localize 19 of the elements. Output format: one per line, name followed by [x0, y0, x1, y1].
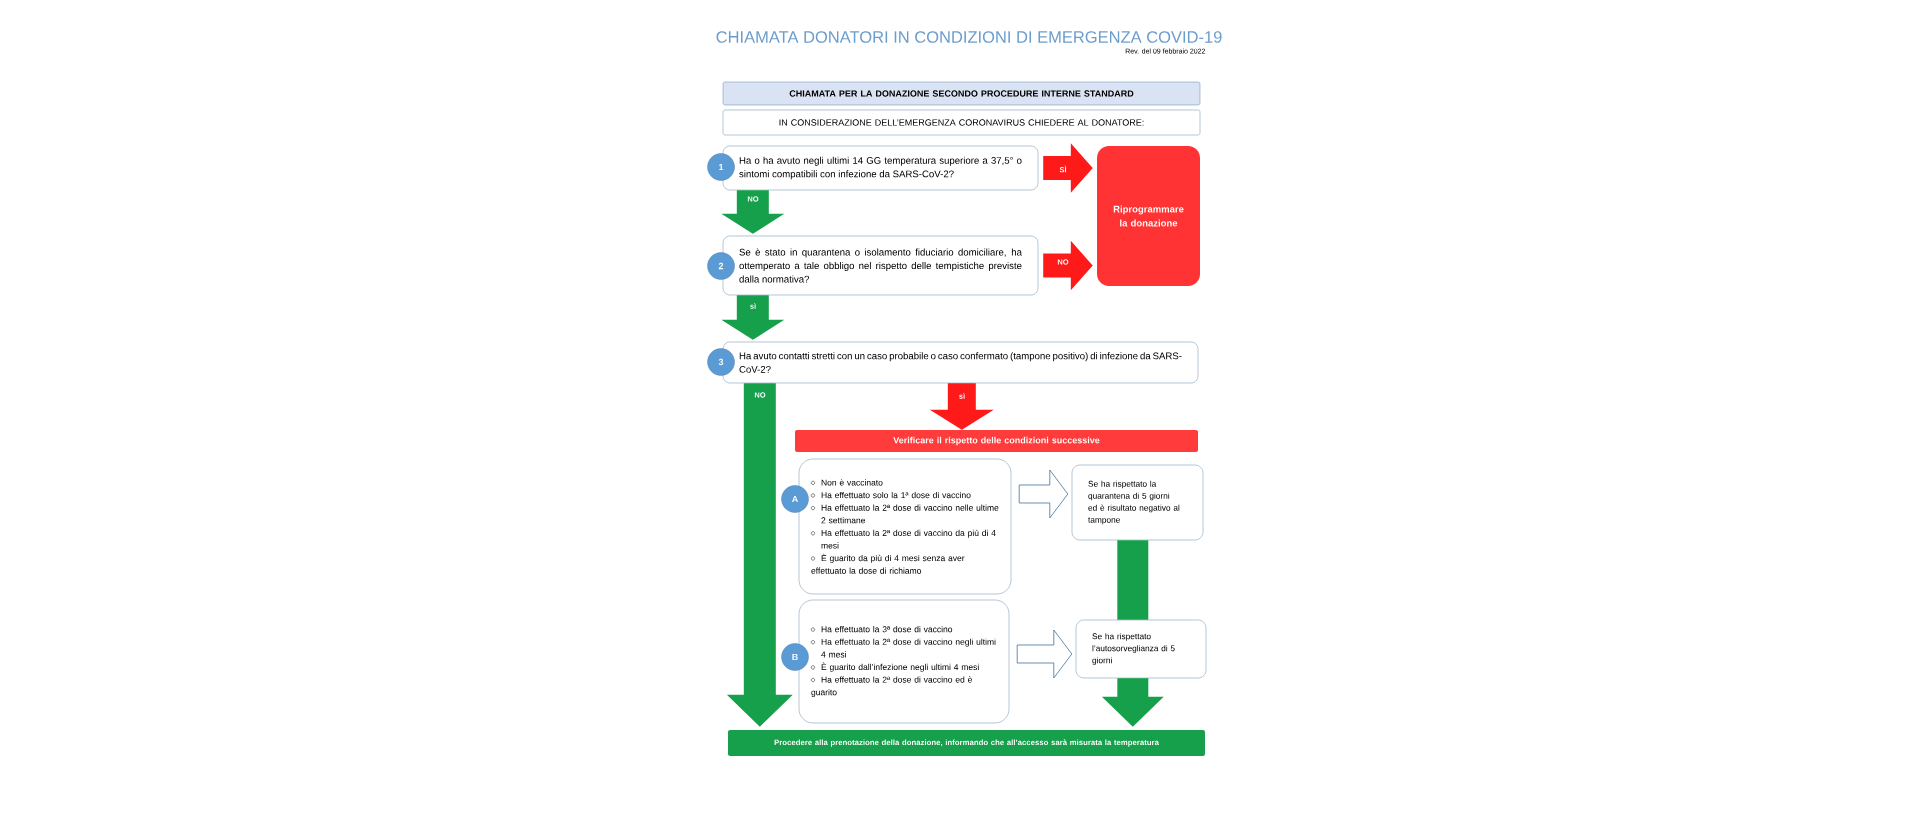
outcome-box: Riprogrammare la donazione [1097, 146, 1200, 286]
question-box: Se è stato in quarantena o isolamento fiduciario domiciliare, ha ottemperato a tale obbligo nel rispetto delle tempistiche previste dalla normativa? [722, 235, 1039, 296]
question-box: Ha o ha avuto negli ultimi 14 GG temperatura superiore a 37,5° o sintomi compatibili con infezione da SARS-CoV-2? [722, 145, 1039, 191]
banner: Verificare il rispetto delle condizioni successive [795, 430, 1198, 452]
number-badge: 1 [707, 153, 735, 181]
number-badge: 3 [707, 348, 735, 376]
hollow-arrow [1016, 629, 1073, 679]
letter-badge: A [781, 485, 809, 513]
hollow-arrow [1018, 469, 1069, 519]
note-box: Se ha rispettato la quarantena di 5 giorni ed è risultato negativo al tampone [1071, 464, 1204, 541]
title: CHIAMATA DONATORI IN CONDIZIONI DI EMERGENZA COVID-19 [716, 31, 1222, 43]
condition-box: Ha effettuato la 3ª dose di vaccino Ha effettuato la 2ª dose di vaccino negli ultimi 4 mesi È guarito dall’infezione negli ultimi 4 mesi Ha effettuato la 2ª dose di vaccino ed è guarito [798, 599, 1010, 724]
condition-box: Non è vaccinato Ha effettuato solo la 1ª dose di vaccino Ha effettuato la 2ª dose di vaccino nelle ultime 2 settimane Ha effettuato la 2ª dose di vaccino da più di 4 mesi È guarito da più di 4 mesi senza aver effettuato la dose di richiamo [798, 458, 1012, 595]
header-box: CHIAMATA PER LA DONAZIONE SECONDO PROCEDURE INTERNE STANDARD [722, 81, 1201, 106]
instruction-box: IN CONSIDERAZIONE DELL’EMERGENZA CORONAVIRUS CHIEDERE AL DONATORE: [722, 109, 1201, 136]
letter-badge: B [781, 643, 809, 671]
note-box: Se ha rispettato l’autosorveglianza di 5 giorni [1075, 619, 1207, 679]
number-badge: 2 [707, 252, 735, 280]
question-box: Ha avuto contatti stretti con un caso probabile o caso confermato (tampone positivo) di infezione da SARS-CoV-2? [722, 341, 1199, 384]
